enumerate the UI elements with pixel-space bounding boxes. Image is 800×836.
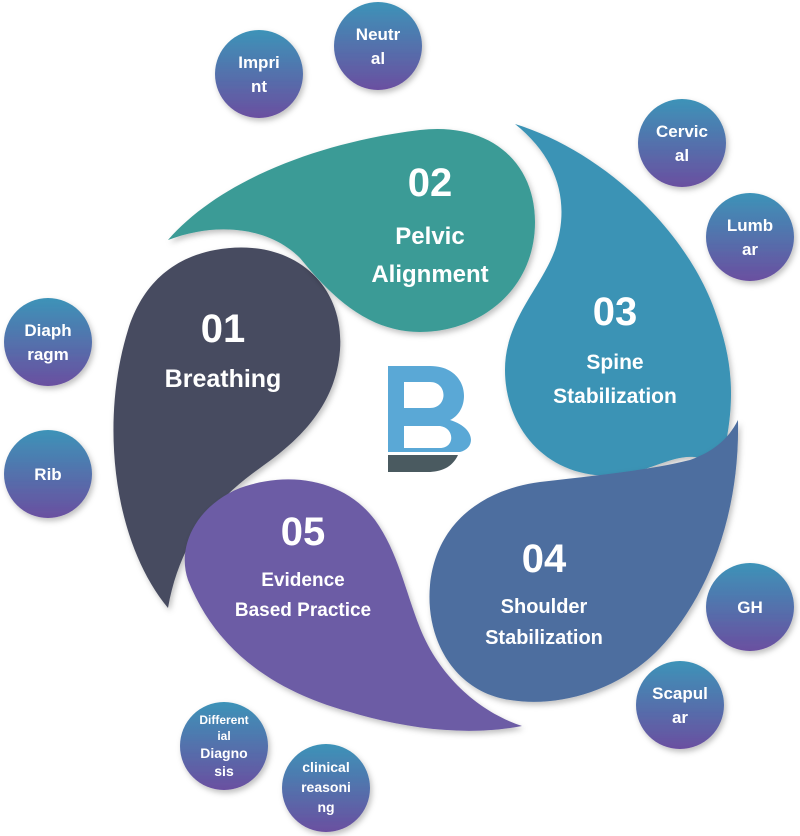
segment-shoulder-stabilization-shape	[429, 420, 739, 702]
segment-breathing-number: 01	[201, 307, 246, 351]
segment-evidence-based-practice-line2: Based Practice	[235, 600, 371, 621]
segment-spine-stabilization: 03 Spine Stabilization	[505, 124, 732, 476]
segment-evidence-based-practice-number: 05	[281, 510, 326, 554]
segment-pelvic-alignment-number: 02	[408, 161, 453, 205]
segment-evidence-based-practice: 05 Evidence Based Practice	[184, 479, 522, 731]
bubble-cervical-line2: al	[675, 146, 689, 165]
bubble-diaphragm-line2: ragm	[27, 345, 69, 364]
bubble-neutral: Neutr al	[334, 2, 422, 90]
segment-pelvic-alignment: 02 Pelvic Alignment	[168, 128, 535, 332]
bubble-rib-line1: Rib	[34, 465, 61, 484]
segment-spine-stabilization-line2: Stabilization	[553, 385, 677, 408]
bubble-lumbar-line2: ar	[742, 240, 758, 259]
bubble-differential-diagnosis: Different ial Diagno sis	[180, 702, 268, 790]
bubble-gh-line1: GH	[737, 598, 763, 617]
segment-pelvic-alignment-line1: Pelvic	[395, 223, 464, 250]
bubble-lumbar: Lumb ar	[706, 193, 794, 281]
bubble-scapular: Scapul ar	[636, 661, 724, 749]
bubble-cervical-line1: Cervic	[656, 122, 708, 141]
bubble-neutral-line1: Neutr	[356, 25, 401, 44]
bubble-differential-line3: Diagno	[200, 745, 247, 761]
center-logo	[388, 366, 471, 472]
bubble-differential-line4: sis	[214, 763, 234, 779]
segment-evidence-based-practice-shape	[184, 479, 522, 731]
segment-pelvic-alignment-shape	[168, 128, 535, 332]
bubble-differential-line2: ial	[217, 729, 230, 743]
segment-spine-stabilization-number: 03	[593, 290, 638, 334]
bubble-imprint: Impri nt	[215, 30, 303, 118]
segment-spine-stabilization-shape	[505, 124, 732, 476]
bubble-clinical-line3: ng	[317, 799, 334, 815]
bubble-imprint-line1: Impri	[238, 53, 280, 72]
segment-evidence-based-practice-line1: Evidence	[261, 570, 344, 591]
bubble-gh: GH	[706, 563, 794, 651]
bubble-differential-line1: Different	[199, 713, 248, 727]
segment-shoulder-stabilization: 04 Shoulder Stabilization	[429, 420, 739, 702]
segment-shoulder-stabilization-line1: Shoulder	[501, 596, 588, 618]
bubble-imprint-line2: nt	[251, 77, 267, 96]
logo-b-shape	[388, 366, 471, 452]
logo-base-shape	[388, 455, 458, 472]
segment-shoulder-stabilization-number: 04	[522, 537, 567, 581]
bubble-lumbar-line1: Lumb	[727, 216, 773, 235]
bubble-scapular-line2: ar	[672, 708, 688, 727]
segment-pelvic-alignment-line2: Alignment	[371, 261, 488, 288]
segment-breathing-shape	[113, 247, 341, 609]
bubble-diaphragm-line1: Diaph	[24, 321, 71, 340]
bubble-neutral-line2: al	[371, 49, 385, 68]
bubble-clinical-line1: clinical	[302, 759, 349, 775]
segment-spine-stabilization-line1: Spine	[586, 351, 643, 374]
bubble-clinical-line2: reasoni	[301, 779, 351, 795]
bubble-cervical: Cervic al	[638, 99, 726, 187]
bubble-clinical-reasoning: clinical reasoni ng	[282, 744, 370, 832]
bubble-scapular-line1: Scapul	[652, 684, 708, 703]
bubble-rib: Rib	[4, 430, 92, 518]
bubble-diaphragm: Diaph ragm	[4, 298, 92, 386]
segment-breathing-label: Breathing	[165, 365, 282, 393]
segment-breathing: 01 Breathing	[113, 247, 341, 609]
segment-shoulder-stabilization-line2: Stabilization	[485, 627, 603, 649]
